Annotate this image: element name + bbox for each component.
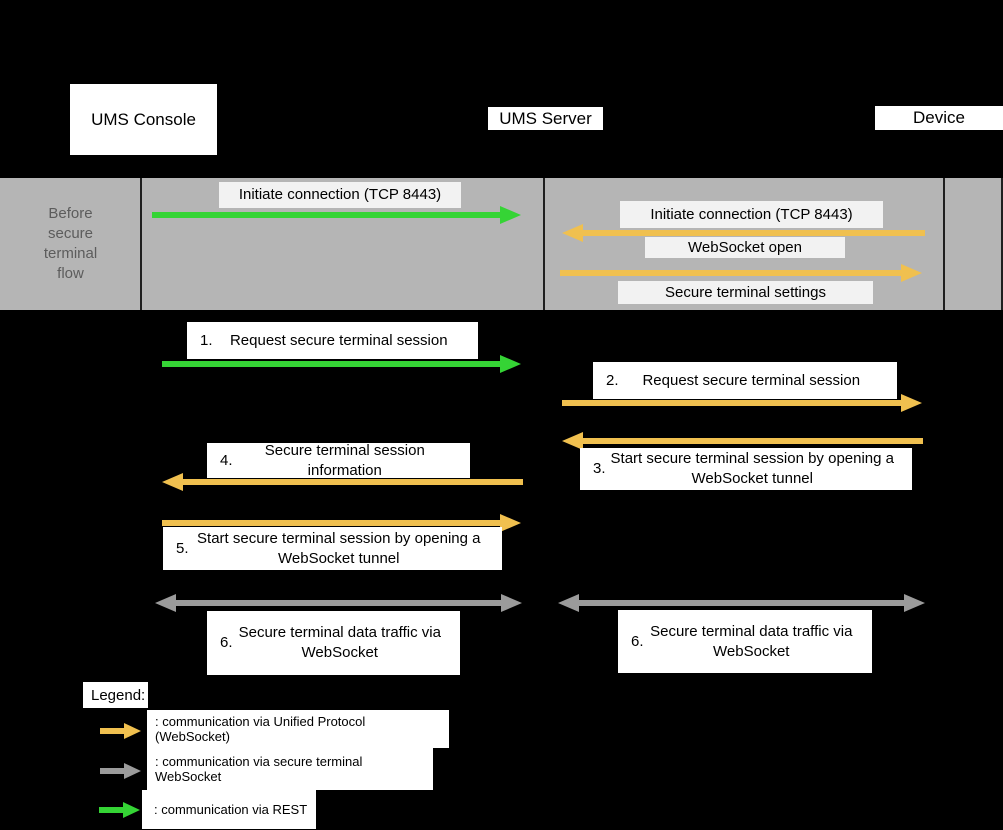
unified-arrow-server-to-device [560,263,922,283]
step-4-label: 4. Secure terminal session information [207,441,470,479]
actor-device: Device [875,106,1003,130]
arrowhead-left-icon [562,432,583,450]
lifeline-divider-server [543,178,545,310]
band-msg-initiate-connection-console: Initiate connection (TCP 8443) [219,182,461,208]
step-text: Secure terminal data traffic via WebSock… [238,624,441,661]
step-number: 6. [220,634,233,651]
step-text: Start secure terminal session by opening… [610,450,894,487]
band-msg-secure-terminal-settings: Secure terminal settings [618,281,873,304]
step-2-label: 2. Request secure terminal session [593,362,897,399]
secure-ws-arrow-console-server [155,593,522,613]
step-3-label: 3. Start secure terminal session by open… [580,448,912,490]
arrowhead-right-icon [904,594,925,612]
step-text: Secure terminal session information [264,441,425,479]
legend-secure-ws-arrow-icon [100,763,141,779]
lifeline-divider-console [140,178,142,310]
arrowhead-right-icon [901,394,922,412]
arrowhead-left-icon [162,473,183,491]
arrowhead-left-icon [562,224,583,242]
step-number: 2. [606,371,619,389]
step-text: Secure terminal data traffic via WebSock… [650,622,853,660]
band-msg-websocket-open: WebSocket open [645,237,845,258]
rest-arrow-step-1 [162,354,521,374]
actor-ums-console: UMS Console [70,84,217,155]
secure-ws-arrow-server-device [558,593,925,613]
step-number: 5. [176,539,189,557]
actor-ums-server: UMS Server [488,107,603,130]
arrowhead-left-icon [155,594,176,612]
legend-item-rest: : communication via REST [142,790,316,829]
arrowhead-right-icon [500,514,521,532]
legend-rest-arrow-icon [99,802,140,818]
arrowhead-left-icon [558,594,579,612]
phase-band-label: Before secure terminal flow [43,205,98,282]
arrowhead-right-icon [901,264,922,282]
step-number: 3. [593,460,606,477]
unified-arrow-device-to-server [562,223,925,243]
unified-arrow-step-2 [562,393,922,413]
rest-arrow-console-to-server [152,205,521,225]
step-5-label: 5. Start secure terminal session by open… [163,527,502,570]
arrowhead-right-icon [124,723,141,739]
step-6-right-label: 6. Secure terminal data traffic via WebS… [618,610,872,673]
arrowhead-right-icon [123,802,140,818]
step-text: Request secure terminal session [642,371,861,389]
step-number: 1. [200,331,213,349]
legend-title: Legend: [83,682,148,708]
actor-device-label: Device [913,108,965,127]
legend-unified-arrow-icon [100,723,141,739]
step-1-label: 1. Request secure terminal session [187,322,478,359]
step-text: Request secure terminal session [229,331,448,349]
arrowhead-right-icon [500,206,521,224]
legend-item-unified-protocol: : communication via Unified Protocol (We… [147,710,449,748]
unified-arrow-step-4 [162,472,523,492]
step-text: Start secure terminal session by opening… [197,529,481,567]
unified-arrow-step-5 [162,513,521,533]
actor-ums-console-label: UMS Console [91,109,196,129]
actor-ums-server-label: UMS Server [499,108,592,128]
step-number: 4. [220,451,233,469]
legend-item-secure-terminal-ws: : communication via secure terminal WebS… [147,748,433,790]
step-number: 6. [631,632,644,650]
arrowhead-right-icon [124,763,141,779]
band-msg-initiate-connection-device: Initiate connection (TCP 8443) [620,201,883,228]
arrowhead-right-icon [500,355,521,373]
arrowhead-right-icon [501,594,522,612]
step-6-left-label: 6. Secure terminal data traffic via WebS… [207,611,460,675]
lifeline-divider-device [943,178,945,310]
unified-arrow-step-3 [562,431,923,451]
